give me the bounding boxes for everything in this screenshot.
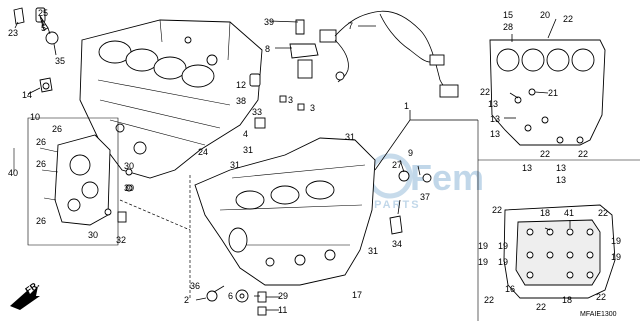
left-detail-box [13, 117, 133, 246]
callout-8: 8 [265, 44, 270, 54]
callout-18b: 18 [562, 295, 572, 305]
callout-35: 35 [55, 56, 65, 66]
callout-22c: 22 [540, 149, 550, 159]
callout-3a: 3 [288, 95, 293, 105]
callout-39: 39 [264, 17, 274, 27]
callout-16: 16 [505, 284, 515, 294]
callout-22h: 22 [536, 302, 546, 312]
callout-22g: 22 [484, 295, 494, 305]
callout-24: 24 [198, 147, 208, 157]
callout-31a: 31 [243, 145, 253, 155]
callout-27: 27 [392, 160, 402, 170]
callout-31c: 31 [345, 132, 355, 142]
callout-15: 15 [503, 10, 513, 20]
callout-20: 20 [540, 10, 550, 20]
callout-7: 7 [348, 21, 353, 31]
callout-26c: 26 [36, 159, 46, 169]
callout-22f: 22 [598, 208, 608, 218]
callout-17: 17 [352, 290, 362, 300]
callout-12: 12 [236, 80, 246, 90]
callout-40: 40 [8, 168, 18, 178]
callout-1: 1 [404, 101, 409, 111]
callout-31b: 31 [230, 160, 240, 170]
callout-26d: 26 [36, 216, 46, 226]
bottom-small-parts [206, 73, 432, 316]
callout-18a: 18 [540, 208, 550, 218]
right-upper-case-view [477, 39, 640, 161]
top-left-small-parts [13, 7, 59, 93]
callout-31d: 31 [368, 246, 378, 256]
callout-22i: 22 [596, 292, 606, 302]
callout-13b: 13 [490, 114, 500, 124]
upper-crankcase [79, 19, 263, 179]
callout-22d: 22 [578, 149, 588, 159]
callout-11: 11 [278, 305, 287, 315]
callout-36: 36 [190, 281, 200, 291]
callout-6: 6 [228, 291, 233, 301]
right-lower-case-view [477, 160, 616, 321]
sensor-and-harness [289, 10, 459, 98]
callout-21: 21 [548, 88, 558, 98]
callout-30c: 30 [88, 230, 98, 240]
lower-crankcase [119, 137, 376, 300]
callout-13c: 13 [490, 129, 500, 139]
callout-22b: 22 [480, 87, 490, 97]
callout-9: 9 [408, 148, 413, 158]
callout-32: 32 [116, 235, 126, 245]
callout-13a: 13 [488, 99, 498, 109]
front-arrow: FR. [10, 279, 41, 310]
callout-labels: 23 25 5 35 14 10 26 26 26 40 30 30 26 30… [8, 8, 621, 315]
callout-14: 14 [22, 90, 32, 100]
callout-26b: 26 [36, 137, 46, 147]
callout-13f: 13 [556, 175, 566, 185]
callout-10: 10 [30, 112, 40, 122]
callout-19a: 19 [478, 241, 488, 251]
callout-13e: 13 [556, 163, 566, 173]
callout-37: 37 [420, 192, 430, 202]
callout-28: 28 [503, 22, 513, 32]
callout-22e: 22 [492, 205, 502, 215]
callout-34: 34 [392, 239, 402, 249]
callout-19c: 19 [611, 236, 621, 246]
callout-4: 4 [243, 129, 248, 139]
callout-19d: 19 [611, 252, 621, 262]
leader-lines [14, 18, 571, 311]
callout-38: 38 [236, 96, 246, 106]
callout-23: 23 [8, 28, 18, 38]
callout-19e: 19 [498, 241, 508, 251]
diagram-code: MFAIE1300 [580, 311, 617, 318]
callout-25: 25 [38, 8, 48, 18]
callout-33: 33 [252, 107, 262, 117]
callout-19f: 19 [498, 257, 508, 267]
callout-3b: 3 [310, 103, 315, 113]
callout-30b: 30 [124, 183, 134, 193]
callout-19b: 19 [478, 257, 488, 267]
callout-41: 41 [564, 208, 574, 218]
callout-5: 5 [41, 23, 46, 33]
callout-22a: 22 [563, 14, 573, 24]
watermark-brand: Fem [410, 157, 484, 198]
callout-26a: 26 [52, 124, 62, 134]
callout-29: 29 [278, 291, 288, 301]
callout-13d: 13 [522, 163, 532, 173]
callout-30a: 30 [124, 161, 134, 171]
callout-2: 2 [184, 295, 189, 305]
